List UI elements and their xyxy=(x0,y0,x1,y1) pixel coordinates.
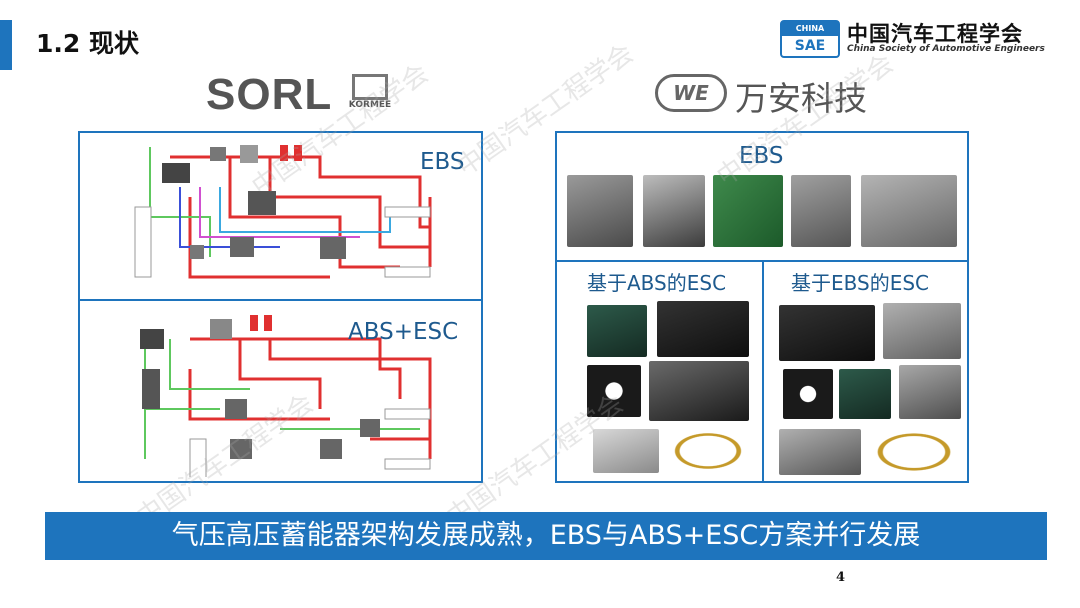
kormee-emblem-icon xyxy=(352,74,388,100)
wanan-name: 万安科技 xyxy=(735,79,867,118)
wanan-emblem: WE xyxy=(655,74,727,112)
kormee-text: KORMEE xyxy=(348,100,392,110)
ebs-esc-valves-photo xyxy=(779,429,861,475)
right-product-panel: EBS 基于ABS的ESC 基于EBS的ESC xyxy=(555,131,969,483)
ebs-valve-photo-1 xyxy=(567,175,633,247)
abs-esc-steering-sensor-photo xyxy=(649,361,749,421)
ebs-esc-wheel-sensor-photo xyxy=(869,429,959,475)
sae-logo-bottom: SAE xyxy=(794,38,826,54)
right-ebs-label: EBS xyxy=(739,143,784,169)
left-abs-esc-label: ABS+ESC xyxy=(348,319,459,345)
sae-logo-top: CHINA xyxy=(782,22,838,36)
summary-banner: 气压高压蓄能器架构发展成熟，EBS与ABS+ESC方案并行发展 xyxy=(45,512,1047,560)
ebs-valve-photo-2 xyxy=(643,175,705,247)
org-name-en: China Society of Automotive Engineers xyxy=(847,44,1045,54)
ebs-valve-photo-3 xyxy=(791,175,851,247)
right-panel-divider-v xyxy=(762,260,764,481)
ebs-circuit-board-photo xyxy=(713,175,783,247)
abs-esc-ring-photo xyxy=(587,365,641,417)
abs-esc-valve-photo xyxy=(593,429,659,473)
org-name-cn: 中国汽车工程学会 xyxy=(847,22,1023,46)
abs-esc-schematic-diagram xyxy=(140,315,432,477)
abs-esc-wheel-sensor-photo xyxy=(667,429,749,473)
abs-ecu-module xyxy=(140,329,164,349)
sorl-logo: SORL xyxy=(206,70,333,119)
ebs-esc-ecu-photo xyxy=(779,305,875,361)
sae-logo: CHINA SAE xyxy=(780,20,840,58)
page-number: 4 xyxy=(836,570,846,585)
left-schematic-panel: EBS ABS+ESC xyxy=(78,131,483,483)
ebs-esc-modulator-photo xyxy=(883,303,961,359)
ebs-schematic-diagram xyxy=(134,145,432,279)
ebs-modulator-photo xyxy=(861,175,957,247)
ebs-esc-label: 基于EBS的ESC xyxy=(791,271,929,295)
abs-esc-ecu-photo xyxy=(657,301,749,357)
abs-esc-label: 基于ABS的ESC xyxy=(587,271,727,295)
left-ebs-label: EBS xyxy=(420,149,465,175)
kormee-logo: KORMEE xyxy=(342,74,398,114)
wanan-logo: WE 万安科技 xyxy=(655,70,875,118)
ebs-esc-valve-photo xyxy=(899,365,961,419)
title-accent-bar xyxy=(0,20,12,70)
ebs-esc-ring-photo xyxy=(783,369,833,419)
page-title: 1.2 现状 xyxy=(36,29,139,58)
ebs-ecu-module xyxy=(162,163,190,183)
ebs-esc-sensor-photo xyxy=(839,369,891,419)
left-panel-divider xyxy=(80,299,481,301)
abs-esc-sensor-photo xyxy=(587,305,647,357)
